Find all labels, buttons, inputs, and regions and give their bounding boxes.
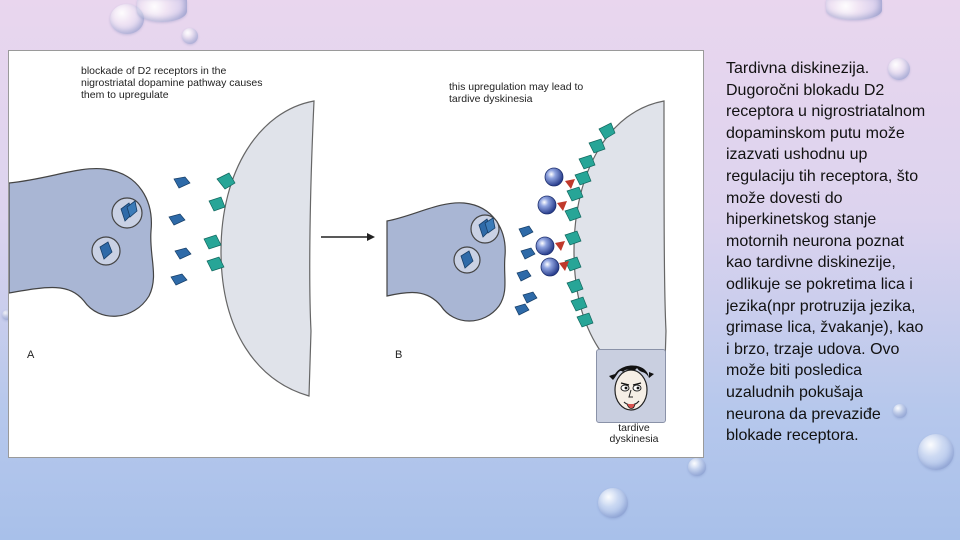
decorative-bubble: [598, 488, 628, 518]
d2-receptor: [209, 197, 225, 211]
dopamine-molecule: [169, 214, 185, 225]
dopamine-molecule: [171, 274, 187, 285]
diagram-figure: blockade of D2 receptors in the nigrostr…: [8, 50, 704, 458]
d2-blocker-drug: [536, 237, 554, 255]
d2-blocker-drug: [545, 168, 563, 186]
slide-body-text: Tardivna diskinezija. Dugoročni blokadu …: [726, 58, 926, 447]
face-icon: [597, 350, 665, 422]
dopamine-molecule: [174, 177, 190, 188]
presynaptic-terminal-a: [9, 169, 154, 317]
decorative-bubble: [137, 0, 187, 22]
dopamine-molecule: [517, 270, 531, 281]
dopamine-molecule: [521, 248, 535, 259]
decorative-bubble: [688, 458, 706, 476]
postsynaptic-neuron-a: [221, 101, 314, 396]
panel-a: [9, 101, 314, 396]
dopamine-molecule: [519, 226, 533, 237]
decorative-bubble: [826, 0, 882, 20]
dopamine-molecule: [515, 304, 529, 315]
transition-arrow: [321, 233, 375, 241]
caption-panel-b: this upregulation may lead to tardive dy…: [449, 81, 609, 105]
dopamine-molecule: [175, 248, 191, 259]
d2-blocker-drug: [541, 258, 559, 276]
panel-a-letter: A: [27, 349, 34, 361]
caption-panel-a: blockade of D2 receptors in the nigrostr…: [81, 65, 271, 101]
d2-blocker-drug: [538, 196, 556, 214]
tardive-dyskinesia-face: [596, 349, 666, 423]
d2-receptor: [204, 235, 221, 249]
decorative-bubble: [182, 28, 198, 44]
face-caption: tardive dyskinesia: [599, 423, 669, 445]
panel-b-letter: B: [395, 349, 402, 361]
dopamine-molecule: [523, 292, 537, 303]
